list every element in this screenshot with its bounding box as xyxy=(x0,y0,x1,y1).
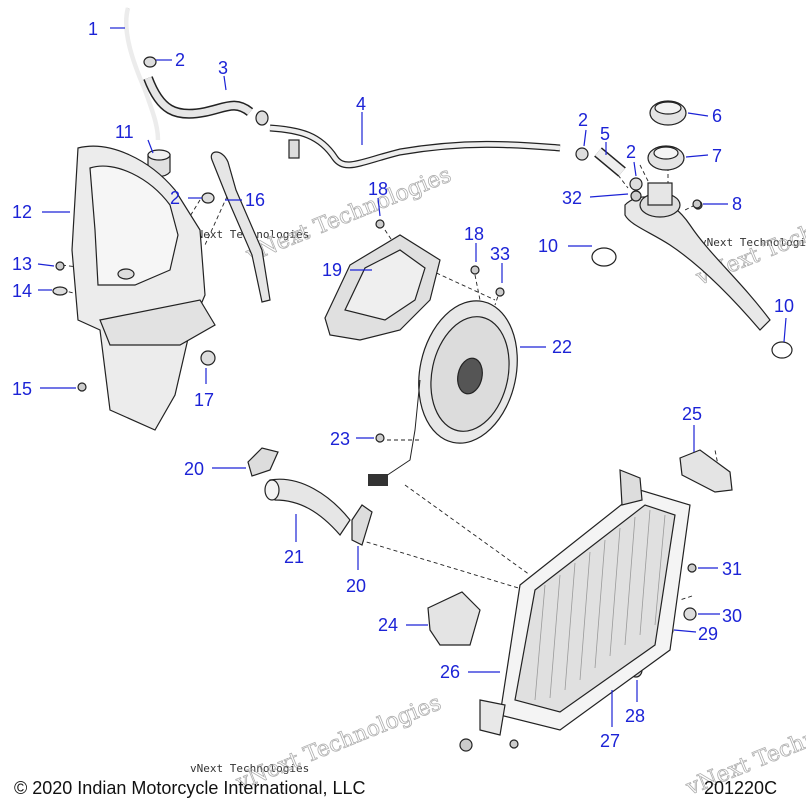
callout-number: 3 xyxy=(218,58,228,78)
callout-number: 21 xyxy=(284,547,304,567)
callout-number: 12 xyxy=(12,202,32,222)
part-hose-21 xyxy=(264,478,351,536)
callout-number: 17 xyxy=(194,390,214,410)
drawing-id: 201220C xyxy=(704,778,777,798)
callout-number: 20 xyxy=(346,576,366,596)
callout-number: 4 xyxy=(356,94,366,114)
callout-number: 30 xyxy=(722,606,742,626)
callout-number: 23 xyxy=(330,429,350,449)
part-bracket-25 xyxy=(679,449,733,493)
watermark-text: vNext Technologies xyxy=(190,762,309,775)
callout-number: 28 xyxy=(625,706,645,726)
callout-number: 15 xyxy=(12,379,32,399)
callout-number: 18 xyxy=(368,179,388,199)
part-bracket-24 xyxy=(427,591,481,646)
part-reservoir-12 xyxy=(71,145,216,431)
callout-number: 16 xyxy=(245,190,265,210)
callout-number: 18 xyxy=(464,224,484,244)
callout-number: 29 xyxy=(698,624,718,644)
callout-number: 33 xyxy=(490,244,510,264)
callout-number: 2 xyxy=(578,110,588,130)
callout-number: 24 xyxy=(378,615,398,635)
part-hose-3 xyxy=(143,76,254,119)
copyright-text: © 2020 Indian Motorcycle International, … xyxy=(14,778,365,798)
callout-number: 1 xyxy=(88,19,98,39)
callout-number: 10 xyxy=(538,236,558,256)
part-dipstick-16 xyxy=(210,151,271,303)
part-cap-6 xyxy=(649,100,687,126)
part-clamp-10 xyxy=(591,247,793,359)
callout-number: 19 xyxy=(322,260,342,280)
callout-number: 22 xyxy=(552,337,572,357)
leader-lines xyxy=(37,27,787,727)
callout-number: 27 xyxy=(600,731,620,751)
callout-number: 7 xyxy=(712,146,722,166)
callout-number: 2 xyxy=(170,188,180,208)
part-radiator-26 xyxy=(479,469,691,736)
callout-number: 10 xyxy=(774,296,794,316)
part-cap-7 xyxy=(647,145,685,171)
part-clamp-20 xyxy=(247,447,373,546)
part-overflow-hose xyxy=(123,7,161,141)
part-clamps-2 xyxy=(143,56,643,204)
callout-number: 32 xyxy=(562,188,582,208)
callout-number: 25 xyxy=(682,404,702,424)
part-tube-4 xyxy=(269,124,561,169)
callout-number: 11 xyxy=(115,122,134,142)
callout-number: 20 xyxy=(184,459,204,479)
callout-number: 6 xyxy=(712,106,722,126)
callout-number: 5 xyxy=(600,124,610,144)
callout-number: 13 xyxy=(12,254,32,274)
part-shroud-19 xyxy=(324,234,441,341)
callout-number: 26 xyxy=(440,662,460,682)
callout-number: 2 xyxy=(626,142,636,162)
callouts: 1 2 3 4 2 5 6 2 7 11 2 16 12 18 32 8 18 … xyxy=(12,19,794,751)
part-fan-22 xyxy=(368,300,518,486)
watermark-text: vNext Technologies xyxy=(700,236,806,249)
callout-number: 14 xyxy=(12,281,32,301)
callout-number: 31 xyxy=(722,559,742,579)
part-hose-5 xyxy=(594,147,626,177)
callout-number: 2 xyxy=(175,50,185,70)
callout-number: 8 xyxy=(732,194,742,214)
